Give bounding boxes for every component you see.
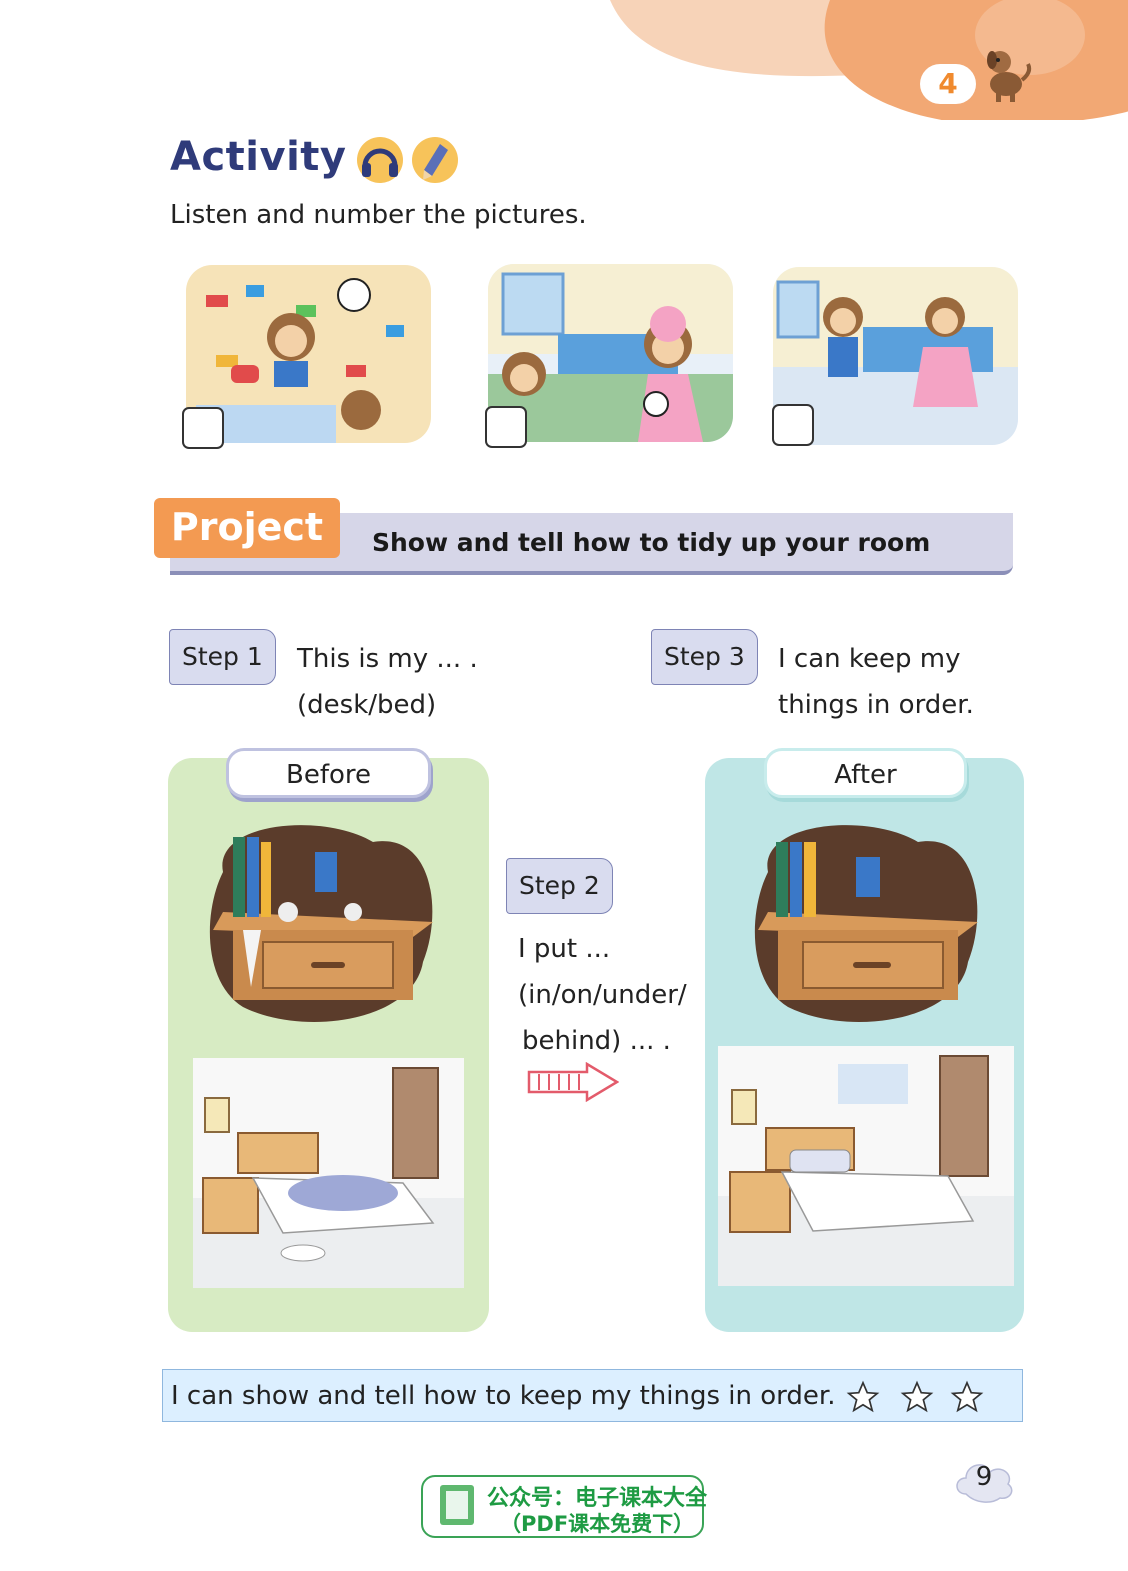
book-icon xyxy=(440,1485,474,1525)
step-3-text: I can keep my things in order. xyxy=(778,636,974,728)
picture-mother-points xyxy=(488,264,733,442)
cloud-icon xyxy=(956,1464,1013,1503)
step-2-line-3: behind) ... . xyxy=(522,1026,671,1056)
project-label: Project xyxy=(154,498,340,558)
activity-instruction: Listen and number the pictures. xyxy=(170,200,587,230)
picture-tidy-room xyxy=(773,267,1018,445)
step-2-text: I put ... (in/on/under/ behind) ... . xyxy=(518,926,687,1064)
messy-bedroom-illustration xyxy=(193,1058,464,1288)
step-3-tag: Step 3 xyxy=(651,629,758,685)
tidy-bedroom-illustration xyxy=(718,1046,1014,1286)
step-1-line-1: This is my ... . xyxy=(297,644,478,674)
star-rating-3-icon[interactable] xyxy=(950,1380,984,1414)
dog-icon xyxy=(987,51,1032,102)
pencil-icon xyxy=(412,137,458,183)
step-2-tag: Step 2 xyxy=(506,858,613,914)
step-3-line-2: things in order. xyxy=(778,690,974,720)
number-answer-box-3[interactable] xyxy=(772,404,814,446)
tidy-desk-illustration xyxy=(754,825,978,1022)
headphones-icon xyxy=(357,137,403,183)
messy-desk-illustration xyxy=(209,825,433,1022)
step-1-tag: Step 1 xyxy=(169,629,276,685)
activity-title: Activity xyxy=(170,134,347,180)
picture-messy-toys xyxy=(186,265,431,443)
star-rating-2-icon[interactable] xyxy=(900,1380,934,1414)
arrow-right-icon xyxy=(527,1062,619,1102)
number-answer-box-1[interactable] xyxy=(182,407,224,449)
unit-header-decoration xyxy=(610,0,1128,120)
unit-number-badge: 4 xyxy=(920,64,976,104)
step-2-line-2: (in/on/under/ xyxy=(518,980,687,1010)
page-number: 9 xyxy=(975,1462,993,1492)
step-2-line-1: I put ... xyxy=(518,934,611,964)
number-answer-box-2[interactable] xyxy=(485,406,527,448)
watermark-line-2: （PDF课本免费下） xyxy=(500,1512,695,1536)
after-label: After xyxy=(764,748,967,798)
step-1-line-2: (desk/bed) xyxy=(297,690,437,720)
can-do-statement: I can show and tell how to keep my thing… xyxy=(162,1369,1023,1422)
watermark-line-1: 公众号：电子课本大全 xyxy=(487,1486,708,1511)
step-3-line-1: I can keep my xyxy=(778,644,961,674)
project-description: Show and tell how to tidy up your room xyxy=(372,528,931,557)
star-rating-1-icon[interactable] xyxy=(846,1380,880,1414)
step-1-text: This is my ... . (desk/bed) xyxy=(297,636,478,728)
before-label: Before xyxy=(226,748,431,798)
can-do-text: I can show and tell how to keep my thing… xyxy=(171,1381,836,1411)
